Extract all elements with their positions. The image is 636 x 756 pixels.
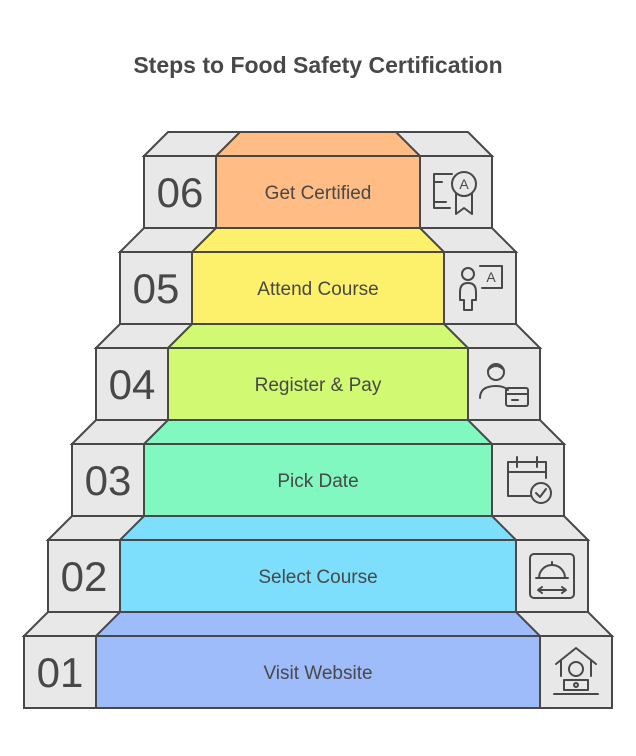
- step-number: 06: [157, 169, 204, 216]
- step-01: 01 Visit Website: [21, 611, 615, 709]
- step-05: 05 Attend Course A: [117, 227, 519, 325]
- step-label: Pick Date: [277, 471, 358, 492]
- step-label: Select Course: [258, 567, 377, 588]
- step-front: [215, 155, 421, 229]
- step-06: 06 Get Certified A: [141, 131, 495, 229]
- step-tread-center: [93, 611, 543, 637]
- step-number: 02: [61, 553, 108, 600]
- step-front: [95, 635, 541, 709]
- board-letter: A: [486, 269, 496, 285]
- step-label: Visit Website: [263, 663, 372, 684]
- step-tread-center: [213, 131, 423, 157]
- calendar-check-icon: [507, 456, 552, 504]
- step-left-block: [119, 251, 193, 325]
- step-number: 05: [133, 265, 180, 312]
- step-right-block: [467, 347, 541, 421]
- step-number: 04: [109, 361, 156, 408]
- step-left-block: [23, 635, 97, 709]
- step-tread-center: [141, 419, 495, 445]
- step-number: 01: [37, 649, 84, 696]
- house-laptop-icon: [553, 647, 599, 695]
- step-02: 02 Select Course: [45, 515, 591, 613]
- step-03: 03 Pick Date: [69, 419, 567, 517]
- step-tread-center: [117, 515, 519, 541]
- step-04: 04 Register & Pay: [93, 323, 543, 421]
- step-label: Register & Pay: [255, 375, 382, 396]
- step-tread-center: [165, 323, 471, 349]
- step-right-block: [443, 251, 517, 325]
- certificate-badge-icon: A: [433, 171, 477, 215]
- step-right-block: [491, 443, 565, 517]
- page-title: Steps to Food Safety Certification: [133, 52, 503, 78]
- step-front: [167, 347, 469, 421]
- step-front: [191, 251, 445, 325]
- step-number: 03: [85, 457, 132, 504]
- step-right-block: [515, 539, 589, 613]
- step-front: [119, 539, 517, 613]
- step-left-block: [71, 443, 145, 517]
- step-tread-center: [189, 227, 447, 253]
- student-board-icon: A: [459, 265, 503, 311]
- step-label: Get Certified: [265, 183, 372, 204]
- step-right-block: [539, 635, 613, 709]
- step-left-block: [47, 539, 121, 613]
- badge-letter: A: [459, 176, 469, 192]
- food-cloche-icon: [529, 553, 575, 599]
- user-card-icon: [479, 363, 529, 407]
- step-label: Attend Course: [257, 279, 378, 300]
- step-front: [143, 443, 493, 517]
